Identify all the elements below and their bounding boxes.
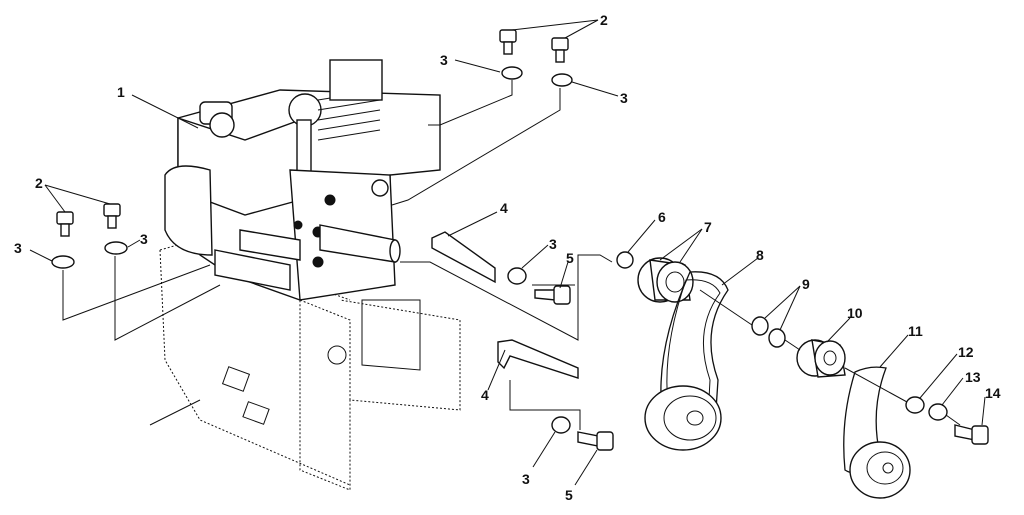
alignment-lines — [62, 80, 961, 430]
belt-guide-lower — [497, 339, 579, 379]
bolt-left-a — [56, 211, 74, 237]
label-11: 11 — [908, 323, 923, 339]
bolt-top-left — [499, 29, 517, 55]
label-4-upper: 4 — [500, 200, 508, 216]
label-9: 9 — [802, 276, 810, 292]
washer-left-b — [104, 241, 128, 255]
label-2-left: 2 — [35, 175, 43, 191]
label-3-lower: 3 — [522, 471, 530, 487]
washer-12 — [905, 396, 925, 414]
washer-9a — [751, 316, 769, 336]
bolt-left-b — [103, 203, 121, 229]
washer-top-left — [501, 66, 523, 80]
label-6: 6 — [658, 209, 666, 225]
label-1: 1 — [117, 84, 125, 100]
belt-guide-upper — [431, 231, 496, 284]
label-3-top-right: 3 — [620, 90, 628, 106]
label-13: 13 — [965, 369, 981, 385]
washer-lower — [551, 416, 571, 434]
label-10: 10 — [847, 305, 863, 321]
bolt-14 — [954, 424, 989, 445]
label-5-lower: 5 — [565, 487, 573, 503]
label-3-mid: 3 — [549, 236, 557, 252]
bolt-top-right — [551, 37, 569, 63]
label-3-top-left: 3 — [440, 52, 448, 68]
label-4-lower: 4 — [481, 387, 489, 403]
leader-lines — [29, 19, 986, 486]
drive-pulley — [796, 339, 846, 378]
label-5-mid: 5 — [566, 250, 574, 266]
washer-13 — [928, 403, 948, 421]
spacer-6 — [616, 251, 634, 269]
label-14: 14 — [985, 385, 1001, 401]
label-12: 12 — [958, 344, 974, 360]
traction-pulley — [849, 441, 911, 499]
auger-pulley — [644, 385, 722, 451]
label-2-top: 2 — [600, 12, 608, 28]
engine — [164, 59, 441, 301]
washer-9b — [768, 328, 786, 348]
washer-left-a — [51, 255, 75, 269]
bolt-lower — [577, 431, 614, 451]
label-3-left-a: 3 — [14, 240, 22, 256]
bolt-mid — [534, 285, 571, 305]
engine-pulley — [637, 257, 694, 303]
washer-top-right — [551, 73, 573, 87]
part-labels: 1 2 2 3 3 3 3 3 3 4 4 5 5 6 7 8 9 10 11 … — [14, 12, 1001, 503]
washer-mid — [507, 267, 527, 285]
label-7: 7 — [704, 219, 712, 235]
label-3-left-b: 3 — [140, 231, 148, 247]
label-8: 8 — [756, 247, 764, 263]
